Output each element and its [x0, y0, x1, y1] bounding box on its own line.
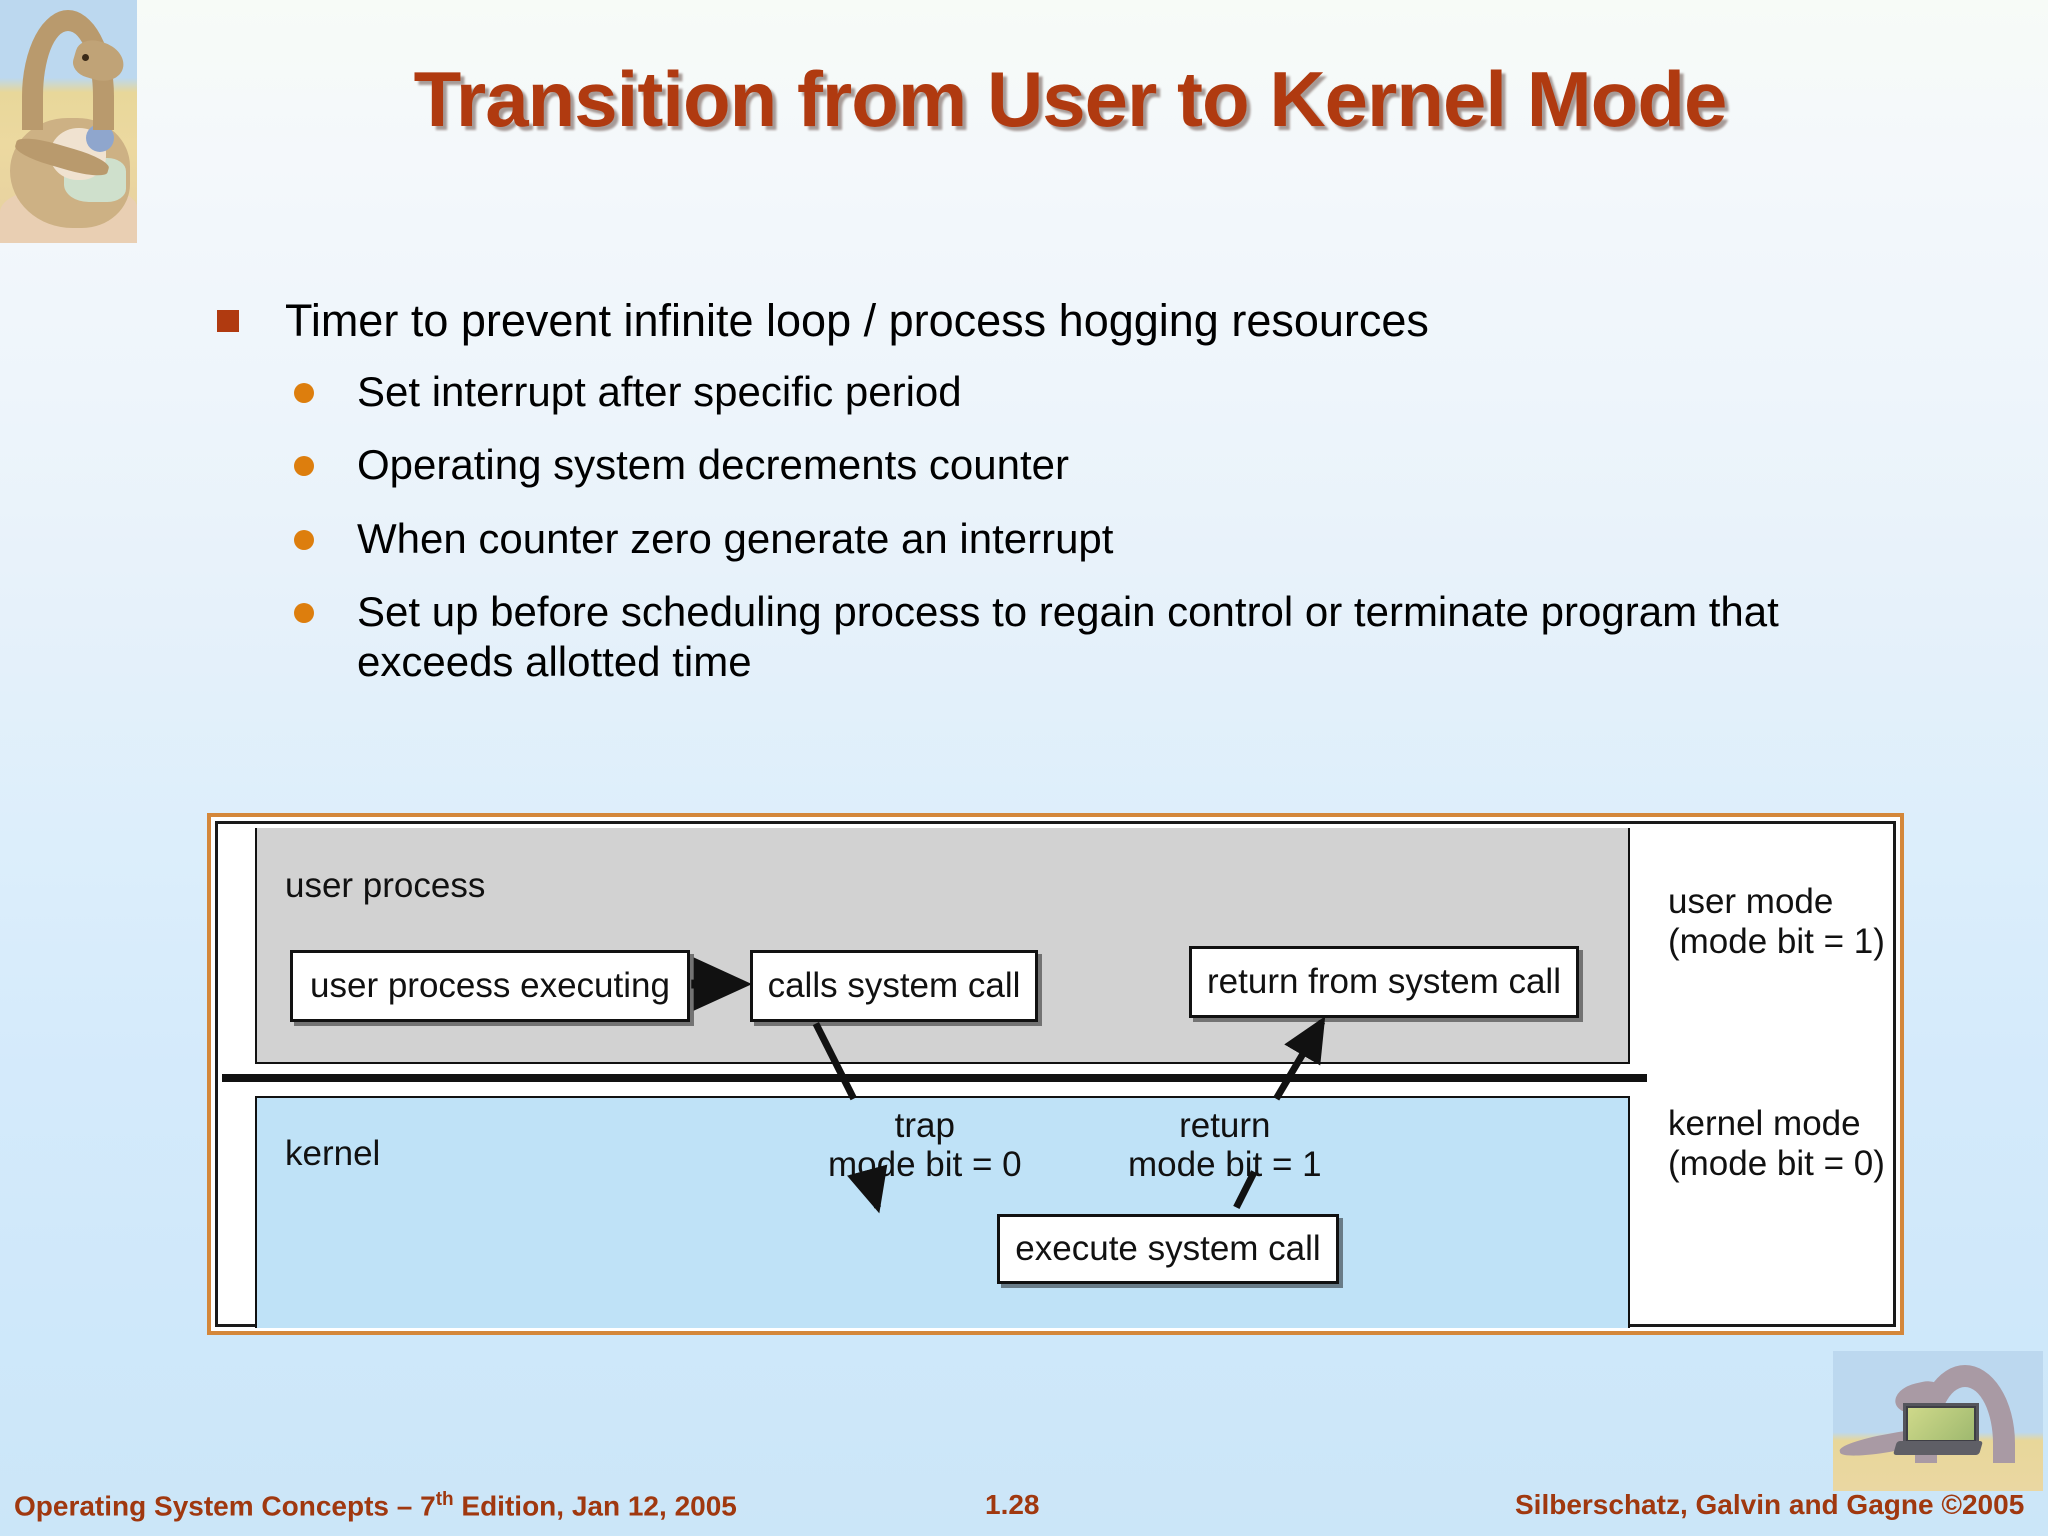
return-annotation-title: return — [1179, 1106, 1271, 1145]
bullet-level1-text: Timer to prevent infinite loop / process… — [285, 295, 1429, 346]
round-bullet-icon — [294, 529, 314, 550]
dinosaur-logo-icon — [0, 0, 137, 243]
mode-transition-diagram: user process kernel user process executi… — [207, 813, 1904, 1335]
bullet-level2-text: Set up before scheduling process to rega… — [357, 588, 1779, 685]
kernel-mode-detail: (mode bit = 0) — [1668, 1144, 1885, 1184]
slide-title: Transition from User to Kernel Mode — [413, 55, 1728, 143]
bullet-level2-text: Set interrupt after specific period — [357, 367, 962, 415]
user-process-region-label: user process — [285, 866, 486, 905]
laptop-screen-glow-shape — [1908, 1408, 1974, 1440]
user-mode-detail: (mode bit = 1) — [1668, 922, 1885, 962]
return-annotation-detail: mode bit = 1 — [1128, 1145, 1322, 1185]
kernel-region-label: kernel — [285, 1134, 381, 1173]
user-mode-label: user mode (mode bit = 1) — [1668, 882, 1885, 963]
footer-left-suffix: Edition, Jan 12, 2005 — [453, 1490, 737, 1522]
box-return-from-system-call: return from system call — [1189, 946, 1579, 1018]
footer-left-superscript: th — [435, 1489, 454, 1510]
footer-left-text: Operating System Concepts – 7th Edition,… — [14, 1489, 737, 1522]
bullet-level2-item: Set up before scheduling process to rega… — [210, 587, 1910, 686]
round-bullet-icon — [294, 382, 314, 403]
bullet-level2-item: When counter zero generate an interrupt — [210, 514, 1910, 564]
box-calls-system-call: calls system call — [750, 950, 1038, 1022]
footer-copyright: Silberschatz, Galvin and Gagne ©2005 — [1515, 1489, 2025, 1520]
box-execute-system-call: execute system call — [997, 1214, 1339, 1284]
slide-number: 1.28 — [985, 1489, 1040, 1520]
laptop-base-shape — [1892, 1441, 1984, 1455]
kernel-mode-label: kernel mode (mode bit = 0) — [1668, 1104, 1885, 1185]
dino-eye-shape — [82, 54, 89, 61]
round-bullet-icon — [294, 603, 314, 624]
footer-left-prefix: Operating System Concepts – 7 — [14, 1490, 436, 1522]
trap-annotation-detail: mode bit = 0 — [828, 1145, 1022, 1185]
bullet-level1-item: Timer to prevent infinite loop / process… — [210, 295, 1910, 347]
kernel-region — [255, 1096, 1630, 1328]
dinosaur-laptop-logo-icon — [1833, 1351, 2043, 1491]
return-annotation: return mode bit = 1 — [1128, 1106, 1322, 1184]
bullet-list: Timer to prevent infinite loop / process… — [210, 295, 1910, 710]
bullet-level2-item: Set interrupt after specific period — [210, 367, 1910, 417]
mode-split-line — [222, 1074, 1647, 1082]
trap-annotation-title: trap — [894, 1106, 955, 1145]
bullet-level2-item: Operating system decrements counter — [210, 440, 1910, 490]
kernel-mode-title: kernel mode — [1668, 1104, 1861, 1143]
round-bullet-icon — [294, 456, 314, 477]
box-user-process-executing: user process executing — [290, 950, 690, 1022]
square-bullet-icon — [217, 310, 239, 332]
bullet-level2-text: When counter zero generate an interrupt — [357, 514, 1114, 562]
diagram-body: user process kernel user process executi… — [218, 824, 1893, 1328]
diagram-inner-frame: user process kernel user process executi… — [215, 821, 1896, 1328]
trap-annotation: trap mode bit = 0 — [828, 1106, 1022, 1184]
user-mode-title: user mode — [1668, 882, 1834, 921]
bullet-level2-text: Operating system decrements counter — [357, 441, 1069, 489]
